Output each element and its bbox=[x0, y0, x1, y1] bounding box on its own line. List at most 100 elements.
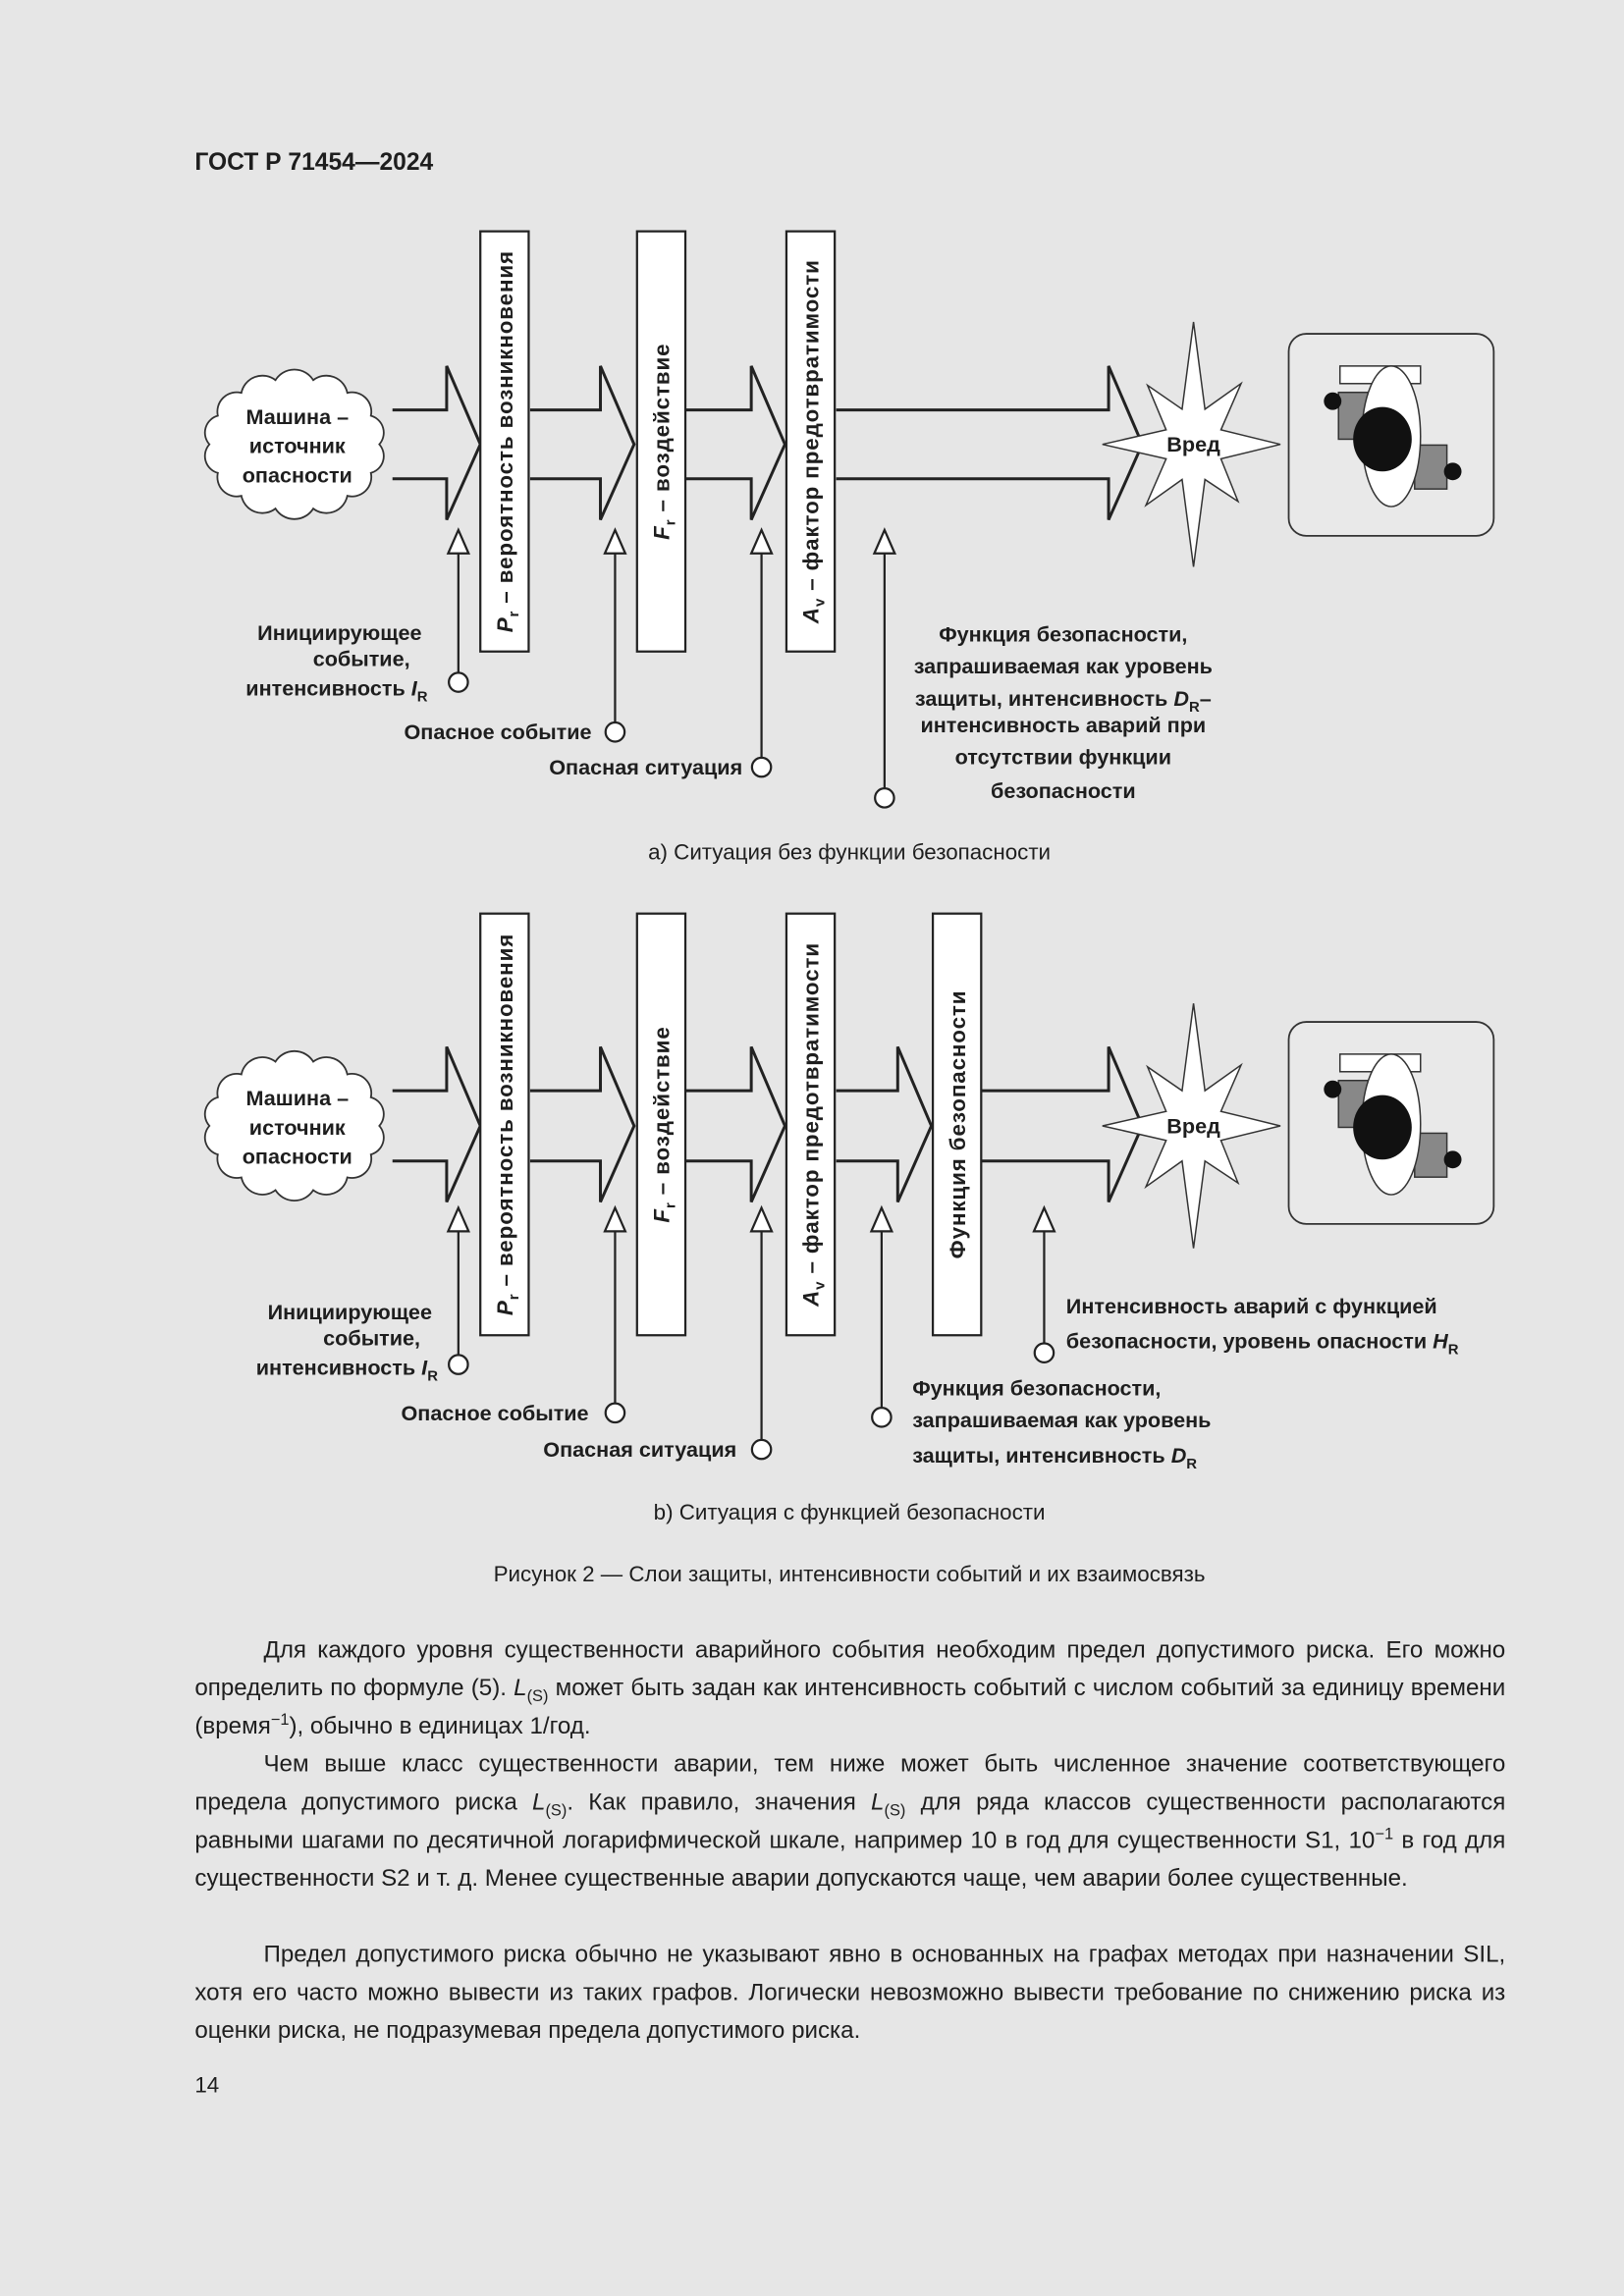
layer-symbol-sub: v bbox=[813, 598, 829, 607]
event-circle-icon bbox=[874, 787, 895, 809]
label-line: запрашиваемая как уровень bbox=[912, 1408, 1211, 1432]
layer-text: – вероятность возникновения bbox=[493, 934, 517, 1294]
symbol-sub: R bbox=[417, 689, 428, 705]
up-arrow-icon bbox=[749, 1204, 774, 1233]
up-arrow-icon bbox=[872, 527, 897, 555]
symbol-sub: R bbox=[1186, 1457, 1197, 1472]
caption-a: a) Ситуация без функции безопасности bbox=[648, 840, 1051, 865]
person-head-icon bbox=[1353, 406, 1412, 472]
hazard-source-line: Машина – bbox=[245, 404, 349, 429]
symbol-D: D bbox=[1173, 686, 1189, 711]
hazard-source-line: Машина – bbox=[245, 1086, 349, 1110]
symbol-italic: L bbox=[531, 1789, 546, 1816]
flow-arrow bbox=[392, 1045, 482, 1203]
hazard-source-line: опасности bbox=[243, 1145, 352, 1169]
hazard-source-line: опасности bbox=[243, 462, 352, 487]
layer-label: Fr – воздействие bbox=[650, 344, 679, 540]
label-text: интенсивность bbox=[256, 1356, 421, 1380]
symbol-italic: L bbox=[871, 1789, 885, 1816]
flow-arrow bbox=[836, 1045, 934, 1203]
layer-label: Pr – вероятность возникновения bbox=[493, 250, 522, 632]
harm-label: Вред bbox=[1166, 432, 1220, 456]
caption-b: b) Ситуация с функцией безопасности bbox=[654, 1500, 1046, 1524]
harm-star bbox=[1102, 321, 1281, 567]
up-arrow-icon bbox=[749, 527, 774, 555]
layer-symbol-sub: r bbox=[664, 1201, 679, 1208]
safety-function-intensity: защиты, интенсивность DR– bbox=[915, 686, 1212, 716]
superscript: −1 bbox=[270, 1711, 290, 1730]
label-line: безопасности bbox=[991, 778, 1136, 803]
residual-risk-level: безопасности, уровень опасности HR bbox=[1066, 1329, 1459, 1359]
safety-function-intensity: защиты, интенсивность DR bbox=[912, 1443, 1197, 1472]
symbol-italic: L bbox=[514, 1675, 527, 1702]
protection-layer-bar bbox=[479, 230, 530, 653]
event-circle-icon bbox=[448, 671, 469, 693]
event-circle-icon bbox=[750, 1438, 773, 1461]
safety-function-label: Функция безопасности,запрашиваемая как у… bbox=[914, 621, 1213, 678]
subscript: (S) bbox=[526, 1687, 549, 1706]
layer-label: Av – фактор предотвратимости bbox=[799, 942, 829, 1308]
initiating-intensity-label: интенсивность IR bbox=[256, 1356, 438, 1385]
up-arrow-icon bbox=[603, 1204, 627, 1233]
up-arrow-icon bbox=[446, 527, 470, 555]
symbol-I: I bbox=[411, 675, 418, 700]
symbol-D: D bbox=[1171, 1443, 1187, 1468]
layer-label: Функция безопасности bbox=[946, 990, 970, 1259]
layer-symbol: P bbox=[493, 1300, 517, 1315]
flow-arrow bbox=[685, 1045, 787, 1203]
text-run: в год для существенности S2 и т. д. Мене… bbox=[194, 1827, 1506, 1893]
flow-arrow bbox=[392, 365, 482, 521]
label-line: Инициирующее bbox=[268, 1300, 432, 1324]
person-head-icon bbox=[1353, 1095, 1412, 1160]
text-run: Для каждого уровня существенности аварий… bbox=[194, 1636, 1506, 1702]
hazard-source-line: источник bbox=[249, 434, 346, 458]
label-text: интенсивность bbox=[245, 675, 410, 700]
subscript: (S) bbox=[545, 1802, 568, 1820]
text-run: Предел допустимого риска обычно не указы… bbox=[194, 1941, 1506, 2045]
up-arrow-icon bbox=[446, 1204, 470, 1233]
symbol-sub: R bbox=[1189, 700, 1200, 716]
hazard-event-label: Опасное событие bbox=[404, 720, 591, 744]
event-circle-icon bbox=[871, 1406, 893, 1428]
text-run: . Как правило, значения bbox=[567, 1789, 872, 1816]
protection-layer-bar bbox=[635, 912, 687, 1337]
label-text: защиты, интенсивность bbox=[915, 686, 1173, 711]
symbol-I: I bbox=[421, 1356, 428, 1380]
layer-symbol-sub: r bbox=[507, 611, 522, 617]
protection-layer-bar bbox=[635, 230, 687, 653]
layer-text: Функция безопасности bbox=[946, 990, 970, 1259]
initiating-intensity-label: интенсивность IR bbox=[245, 675, 427, 705]
hazard-situation-label: Опасная ситуация bbox=[543, 1437, 736, 1462]
text-run: может быть задан как интенсивность событ… bbox=[194, 1675, 1506, 1739]
flow-arrow bbox=[685, 365, 787, 521]
dash: – bbox=[1200, 686, 1212, 711]
harm-star bbox=[1102, 1003, 1281, 1249]
protection-layer-bar bbox=[785, 230, 837, 653]
layer-symbol-sub: r bbox=[507, 1294, 522, 1301]
flow-arrow bbox=[529, 365, 636, 521]
label-line: запрашиваемая как уровень bbox=[914, 654, 1213, 678]
symbol-sub: R bbox=[1448, 1343, 1459, 1359]
event-circle-icon bbox=[448, 1354, 469, 1375]
hazard-event-label: Опасное событие bbox=[402, 1401, 589, 1425]
safety-function-label: Функция безопасности,запрашиваемая как у… bbox=[912, 1375, 1211, 1432]
flow-arrow bbox=[529, 1045, 636, 1203]
up-arrow-icon bbox=[1032, 1204, 1056, 1233]
text-run: для ряда классов существенности располаг… bbox=[194, 1789, 1506, 1854]
text-run: ), обычно в единицах 1/год. bbox=[289, 1713, 591, 1739]
cloud-shape bbox=[203, 368, 385, 520]
layer-symbol: A bbox=[799, 607, 824, 624]
label-line: событие, bbox=[313, 647, 410, 671]
symbol-H: H bbox=[1433, 1329, 1448, 1354]
hazard-situation-label: Опасная ситуация bbox=[549, 755, 742, 779]
layer-symbol: P bbox=[493, 617, 517, 633]
protection-layer-bar bbox=[785, 912, 837, 1337]
event-circle-icon bbox=[604, 1402, 626, 1424]
protection-layer-bar bbox=[479, 912, 530, 1337]
page-number: 14 bbox=[194, 2072, 220, 2099]
text-run: Чем выше класс существенности аварии, те… bbox=[194, 1750, 1506, 1816]
